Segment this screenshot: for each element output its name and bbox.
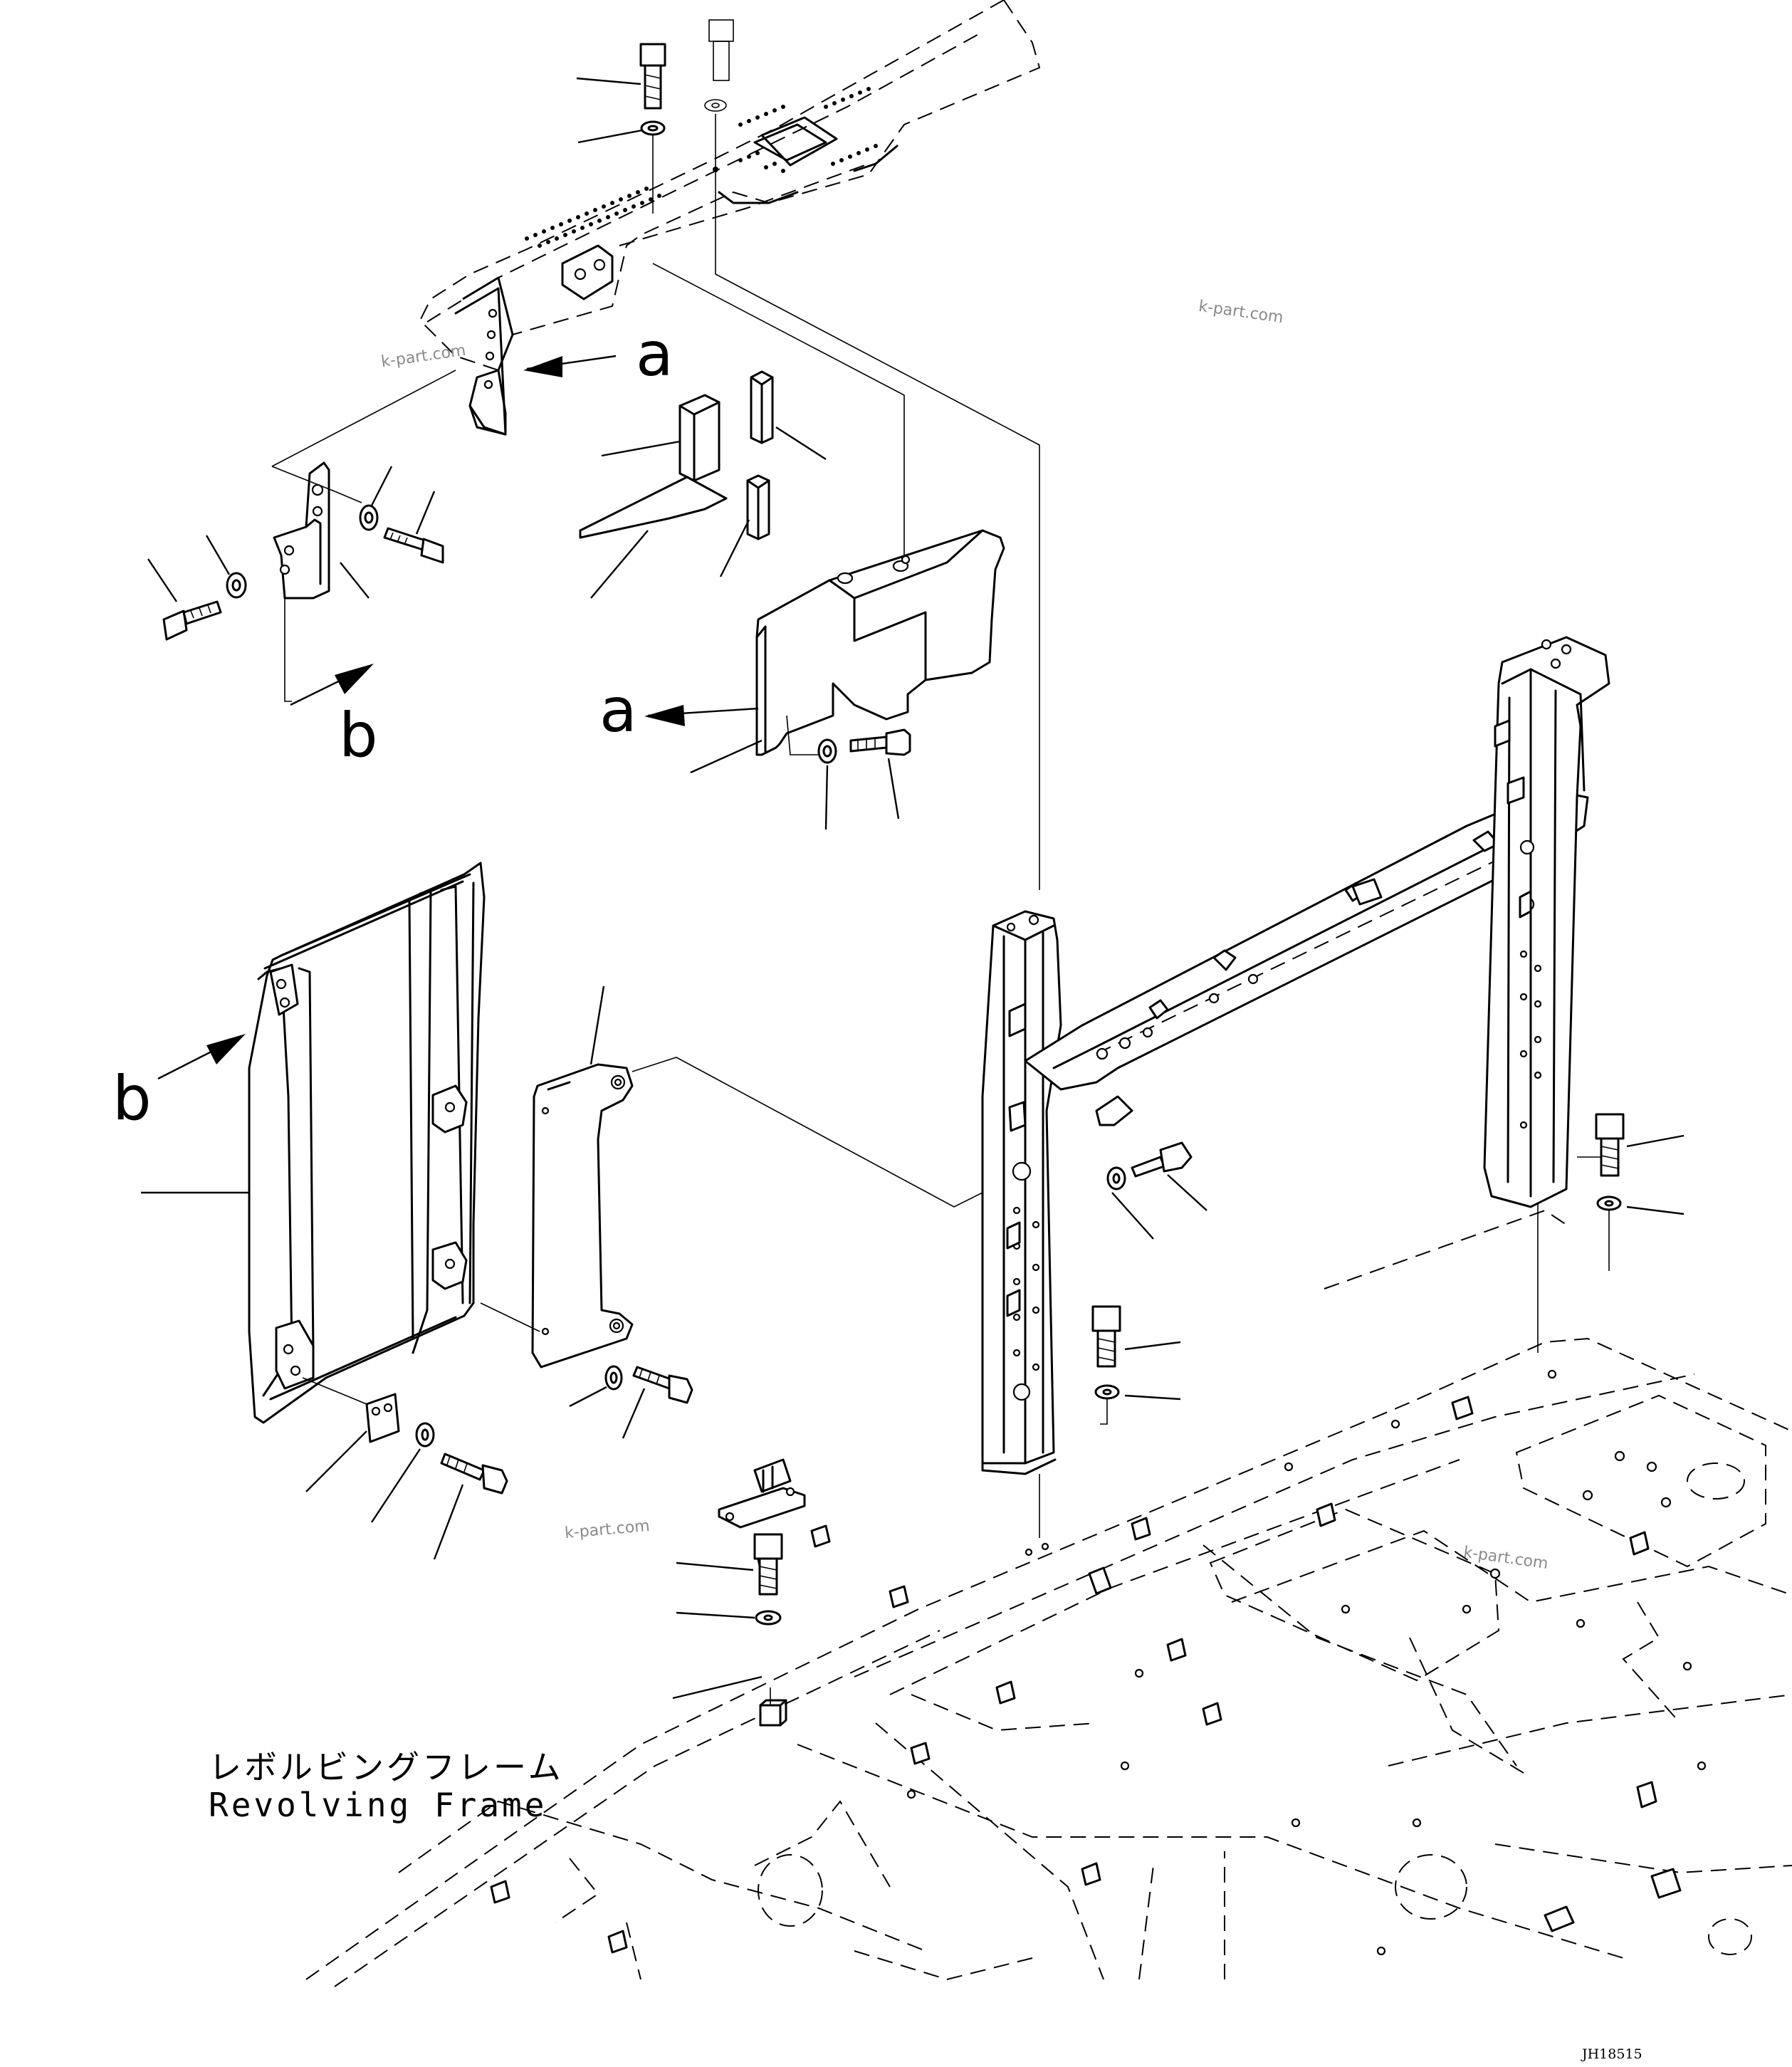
rubber-pad-3: [746, 474, 770, 540]
wedge-pad: [579, 476, 728, 539]
side-cover-panel: [248, 862, 486, 1424]
frame-post-front: [981, 910, 1062, 1475]
frame-bolt-2: [1091, 1305, 1121, 1400]
bracket-small: [273, 461, 330, 600]
callout-label-a-top: a: [636, 319, 674, 390]
top-bolt-left: [639, 43, 666, 136]
frame-beam-upper: [1024, 789, 1589, 1126]
side-plate-bolt: [604, 1365, 693, 1404]
center-bolt: [817, 728, 911, 764]
callout-arrow-b-top: [290, 664, 374, 706]
top-cover-plate: [419, 0, 1041, 436]
lower-left-bolt: [415, 1422, 508, 1495]
center-cover-bracket: [755, 529, 1005, 756]
side-plate-narrow: [531, 1063, 634, 1369]
stopper-block: [759, 1699, 787, 1727]
drawing-number: JH18515: [1582, 2046, 1642, 2062]
rubber-pad-2: [750, 370, 774, 444]
callout-label-a-mid: a: [599, 675, 637, 746]
callout-label-b-top: b: [339, 700, 378, 771]
callout-label-b-mid: b: [112, 1063, 152, 1134]
frame-post-rear: [1483, 636, 1610, 1208]
caption-english: Revolving Frame: [209, 1786, 547, 1824]
bracket-bolt-right: [359, 504, 444, 564]
callout-arrow-a-mid: [644, 705, 759, 726]
perforation-holes: [525, 87, 878, 248]
caption-japanese: レボルビングフレーム: [209, 1748, 564, 1786]
frame-bolt-1: [1106, 1141, 1193, 1191]
top-bolt-right: [704, 19, 734, 172]
callout-arrow-a-top: [523, 355, 617, 377]
frame-bolt-3: [1595, 1113, 1625, 1211]
rubber-pad-1: [678, 394, 721, 482]
frame-fittings: [490, 1369, 1707, 1956]
spacer-plate: [365, 1393, 400, 1443]
stopper-bolt: [753, 1533, 783, 1626]
bracket-bolt-left: [162, 572, 247, 641]
callout-arrow-b-mid: [157, 1034, 246, 1080]
